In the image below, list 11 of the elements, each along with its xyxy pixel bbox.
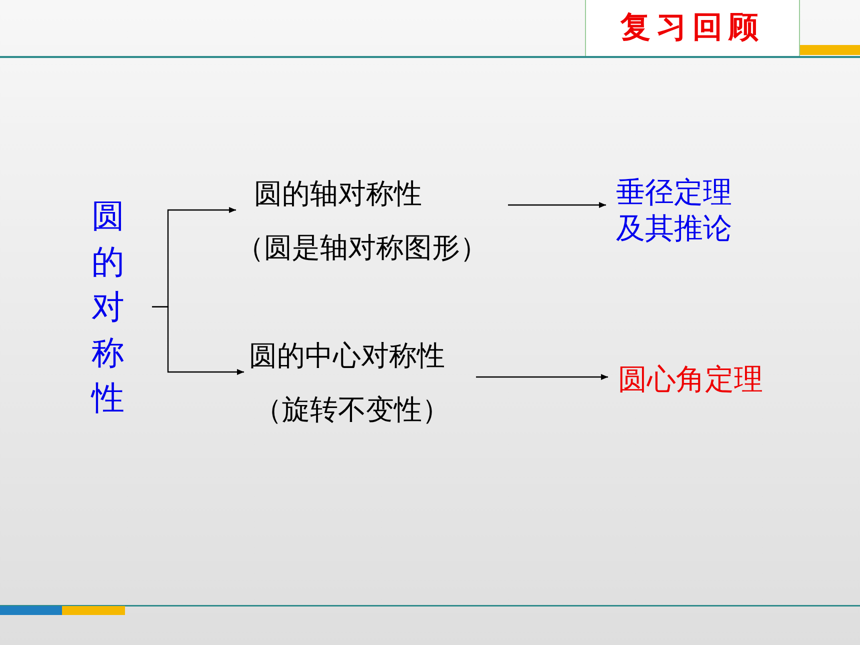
node-text: 圆的中心对称性: [248, 338, 446, 374]
arrow: [476, 374, 608, 380]
node-note: （旋转不变性）: [253, 392, 451, 428]
node-text: 圆的对称性: [92, 195, 124, 420]
arrow: [152, 306, 244, 375]
section-title: 复习回顾: [585, 0, 800, 56]
node-note: （圆是轴对称图形）: [236, 230, 489, 266]
arrow: [508, 202, 606, 208]
node-text: 圆的轴对称性: [253, 176, 423, 212]
node-text: 垂径定理及其推论: [616, 174, 733, 246]
node-text: 圆心角定理: [618, 361, 764, 398]
